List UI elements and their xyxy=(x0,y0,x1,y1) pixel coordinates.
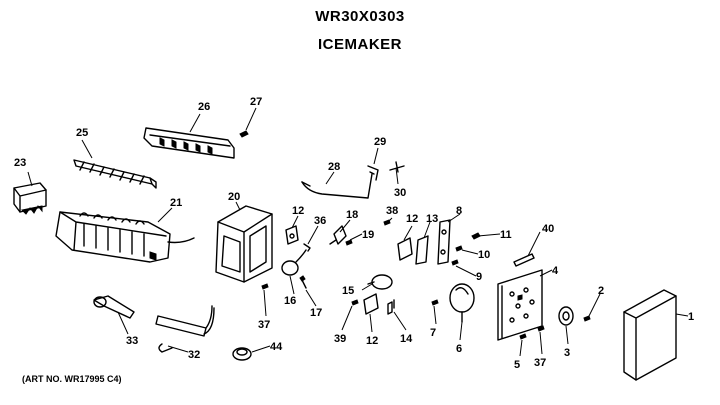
callout-10: 10 xyxy=(478,249,490,261)
art-number: (ART NO. WR17995 C4) xyxy=(22,374,122,384)
part-4-drawing xyxy=(497,269,543,341)
part-17-drawing xyxy=(299,275,307,289)
part-3-drawing xyxy=(558,306,574,326)
callout-9: 9 xyxy=(476,271,482,283)
callout-37-right: 37 xyxy=(534,357,546,369)
part-15-drawing xyxy=(367,274,393,290)
part-44-drawing xyxy=(232,347,252,361)
callout-12-upper: 12 xyxy=(292,205,304,217)
callout-29: 29 xyxy=(374,136,386,148)
part-33-drawing xyxy=(93,295,135,319)
callout-39: 39 xyxy=(334,333,346,345)
callout-12-middle: 12 xyxy=(406,213,418,225)
callout-6: 6 xyxy=(456,343,462,355)
part-25-drawing xyxy=(73,159,157,189)
callout-14: 14 xyxy=(400,333,413,345)
part-13-drawing xyxy=(415,235,429,265)
callout-27: 27 xyxy=(250,96,262,108)
callout-15: 15 xyxy=(342,285,354,297)
callout-16: 16 xyxy=(284,295,296,307)
callout-12-lower: 12 xyxy=(366,335,378,347)
part-29-drawing xyxy=(367,165,379,181)
callout-4: 4 xyxy=(552,265,559,277)
callout-13: 13 xyxy=(426,213,438,225)
callout-2: 2 xyxy=(598,285,604,297)
part-39-drawing xyxy=(351,299,359,306)
part-32-drawing xyxy=(158,343,173,353)
part-21-drawing xyxy=(55,211,195,263)
part-10-drawing xyxy=(455,245,463,252)
part-30-drawing xyxy=(389,161,405,173)
part-12-lower-drawing xyxy=(363,293,379,315)
callout-18: 18 xyxy=(346,209,358,221)
callout-33: 33 xyxy=(126,335,138,347)
callout-40: 40 xyxy=(542,223,554,235)
callout-36: 36 xyxy=(314,215,326,227)
callout-26: 26 xyxy=(198,101,210,113)
part-20-drawing xyxy=(215,205,273,283)
model-number-title: WR30X0303 xyxy=(315,8,405,25)
callout-44: 44 xyxy=(270,341,283,353)
callout-11: 11 xyxy=(500,229,512,241)
callout-3: 3 xyxy=(564,347,570,359)
part-7-drawing xyxy=(431,299,439,306)
part-19-drawing xyxy=(345,239,353,246)
part-27-drawing xyxy=(239,130,249,138)
part-28-drawing xyxy=(301,173,373,199)
callout-28: 28 xyxy=(328,161,340,173)
callout-37-left: 37 xyxy=(258,319,270,331)
part-8-drawing xyxy=(437,219,451,265)
assembly-name-title: ICEMAKER xyxy=(317,36,402,53)
callout-25: 25 xyxy=(76,127,88,139)
leader-lines xyxy=(27,107,689,357)
callout-19: 19 xyxy=(362,229,374,241)
part-16-drawing xyxy=(281,249,307,276)
part-14-drawing xyxy=(387,299,395,315)
part-40-drawing xyxy=(513,253,535,267)
part-26-drawing xyxy=(143,127,235,159)
part-wire-harness-drawing xyxy=(155,305,215,337)
part-23-drawing xyxy=(13,182,47,215)
callout-7: 7 xyxy=(430,327,436,339)
part-18-drawing xyxy=(329,225,347,245)
part-6-drawing xyxy=(449,283,475,323)
part-9-drawing xyxy=(451,259,459,266)
callout-21: 21 xyxy=(170,197,182,209)
callout-1: 1 xyxy=(688,311,694,323)
part-37-right-drawing xyxy=(537,325,545,332)
callout-17: 17 xyxy=(310,307,322,319)
callout-5: 5 xyxy=(514,359,520,371)
part-37-left-drawing xyxy=(261,283,269,290)
part-12-upper-drawing xyxy=(285,225,299,245)
callout-labels: 23 25 26 27 21 20 28 29 30 12 36 18 19 3… xyxy=(14,96,694,371)
callout-30: 30 xyxy=(394,187,406,199)
part-5-drawing xyxy=(519,333,527,340)
callout-8: 8 xyxy=(456,205,462,217)
callout-23: 23 xyxy=(14,157,26,169)
callout-32: 32 xyxy=(188,349,200,361)
part-1-drawing xyxy=(623,289,677,381)
part-12-middle-drawing xyxy=(397,237,413,261)
callout-20: 20 xyxy=(228,191,240,203)
part-36-drawing xyxy=(303,243,311,252)
callout-38: 38 xyxy=(386,205,398,217)
